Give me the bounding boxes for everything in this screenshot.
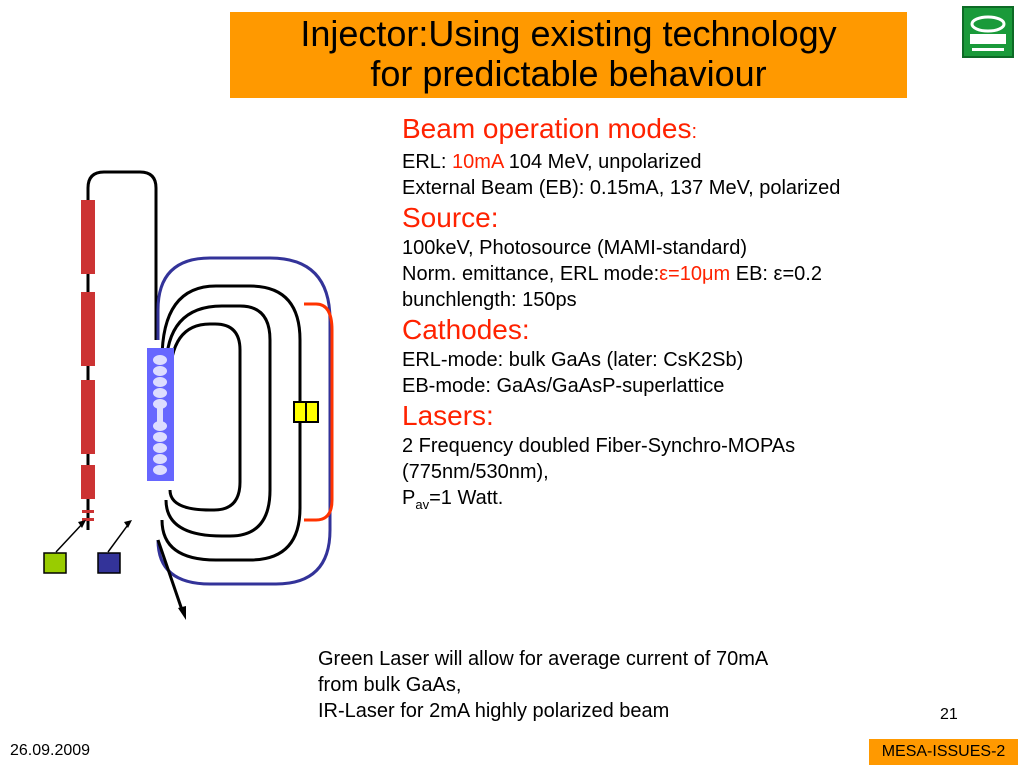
- black-loop-2: [160, 284, 302, 562]
- black-loop-4: [168, 322, 242, 512]
- note-line-2: from bulk GaAs,: [318, 674, 462, 696]
- lasers-line2: (775nm/530nm),: [402, 461, 549, 483]
- laser-note: Green Laser will allow for average curre…: [318, 646, 768, 724]
- slide-date: 26.09.2009: [10, 742, 91, 759]
- note-line-1: Green Laser will allow for average curre…: [318, 648, 769, 670]
- linac-module-2: [81, 292, 95, 366]
- beamline-outer: [86, 170, 158, 340]
- cathodes-erl: ERL-mode: bulk GaAs (later: CsK2Sb): [402, 349, 744, 371]
- linac-modules: [81, 200, 95, 530]
- green-laser-arrow: [55, 521, 85, 553]
- linac-module-3: [81, 380, 95, 454]
- source-emittance: Norm. emittance, ERL mode:ε=10μm EB: ε=0…: [402, 263, 822, 285]
- title-line-1: Injector:Using existing technology: [300, 13, 837, 54]
- title-line-2: for predictable behaviour: [370, 53, 767, 94]
- lasers-heading: Lasers:: [402, 400, 494, 431]
- content-panel: Beam operation modes: ERL: 10mA 104 MeV,…: [402, 112, 1002, 518]
- cathodes-eb: EB-mode: GaAs/GaAsP-superlattice: [402, 375, 725, 397]
- lasers-power: Pav=1 Watt.: [402, 487, 504, 512]
- modes-heading: Beam operation modes:: [402, 113, 698, 144]
- blue-laser-icon: [97, 552, 121, 574]
- modes-eb: External Beam (EB): 0.15mA, 137 MeV, pol…: [402, 177, 841, 199]
- source-bunch: bunchlength: 150ps: [402, 289, 577, 311]
- red-bypass: [304, 302, 334, 522]
- modes-erl: ERL: 10mA 104 MeV, unpolarized: [402, 151, 702, 173]
- green-laser-icon: [43, 552, 67, 574]
- page-number: 21: [940, 706, 958, 723]
- slide-title: Injector:Using existing technology for p…: [230, 12, 907, 98]
- source-heading: Source:: [402, 202, 499, 233]
- cathodes-heading: Cathodes:: [402, 314, 530, 345]
- lasers-line1: 2 Frequency doubled Fiber-Synchro-MOPAs: [402, 435, 796, 457]
- mami-logo-icon: [962, 6, 1014, 58]
- black-loop-3: [164, 304, 272, 538]
- footer-tag: MESA-ISSUES-2: [869, 739, 1018, 765]
- linac-module-1: [81, 200, 95, 274]
- source-line1: 100keV, Photosource (MAMI-standard): [402, 237, 747, 259]
- linac-module-4: [81, 465, 95, 499]
- note-line-3: IR-Laser for 2mA highly polarized beam: [318, 700, 670, 722]
- output-beam-arrow: [156, 539, 184, 611]
- blue-laser-arrow: [107, 521, 131, 553]
